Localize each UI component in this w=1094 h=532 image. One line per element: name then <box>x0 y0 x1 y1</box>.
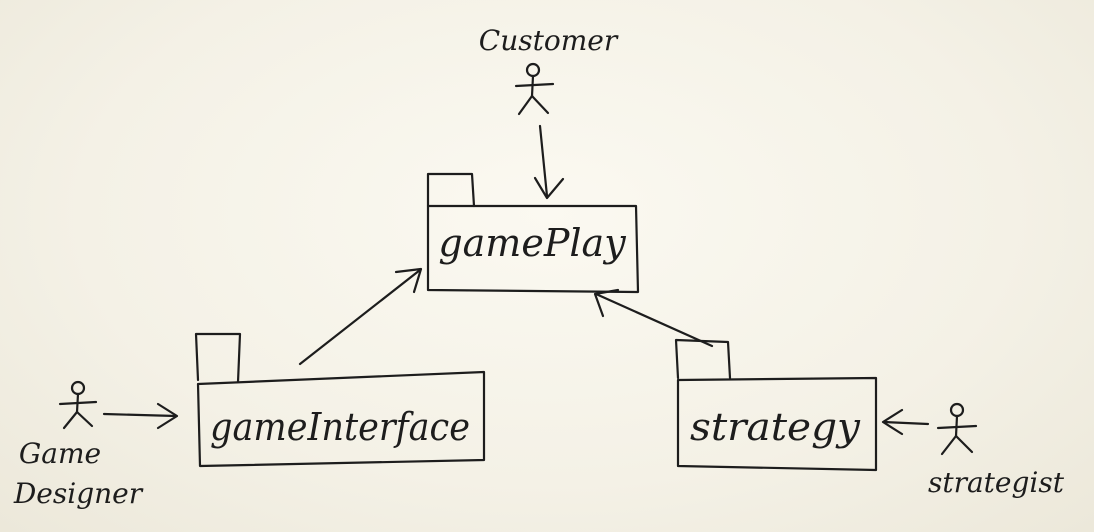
gameinterface-package-label: gameInterface <box>210 405 470 449</box>
arrow-customer-to-gameplay <box>533 124 565 200</box>
actor-customer: Customer <box>479 24 619 116</box>
arrow-strategist-to-strategy <box>881 408 930 436</box>
arrow-gameinterface-to-gameplay <box>298 267 423 366</box>
gameinterface-package-body <box>196 370 486 468</box>
actor-game-designer: Game Designer <box>13 380 144 510</box>
arrow-game-designer-to-gameinterface <box>102 402 179 430</box>
arrow-strategy-to-gameplay <box>593 288 714 348</box>
customer-label: Customer <box>479 24 619 57</box>
gameplay-package-label: gamePlay <box>438 221 626 265</box>
gameinterface-package-tab <box>194 332 242 384</box>
package-gameinterface: gameInterface <box>194 332 486 468</box>
strategy-package-label: strategy <box>690 405 861 449</box>
strategist-stick-figure-icon <box>936 402 978 456</box>
actor-strategist: strategist <box>928 402 1065 499</box>
strategy-package-tab <box>674 338 732 380</box>
game-designer-stick-figure-icon <box>58 380 98 430</box>
strategist-label: strategist <box>928 466 1065 499</box>
game-designer-label-line2: Designer <box>13 477 144 510</box>
gameplay-package-tab <box>426 172 476 208</box>
customer-stick-figure-icon <box>514 62 555 116</box>
package-gameplay: gamePlay <box>426 172 640 294</box>
gameplay-package-body <box>426 204 640 294</box>
strategy-package-body <box>676 376 878 472</box>
package-strategy: strategy <box>674 338 878 472</box>
game-designer-label-line1: Game <box>19 437 101 470</box>
